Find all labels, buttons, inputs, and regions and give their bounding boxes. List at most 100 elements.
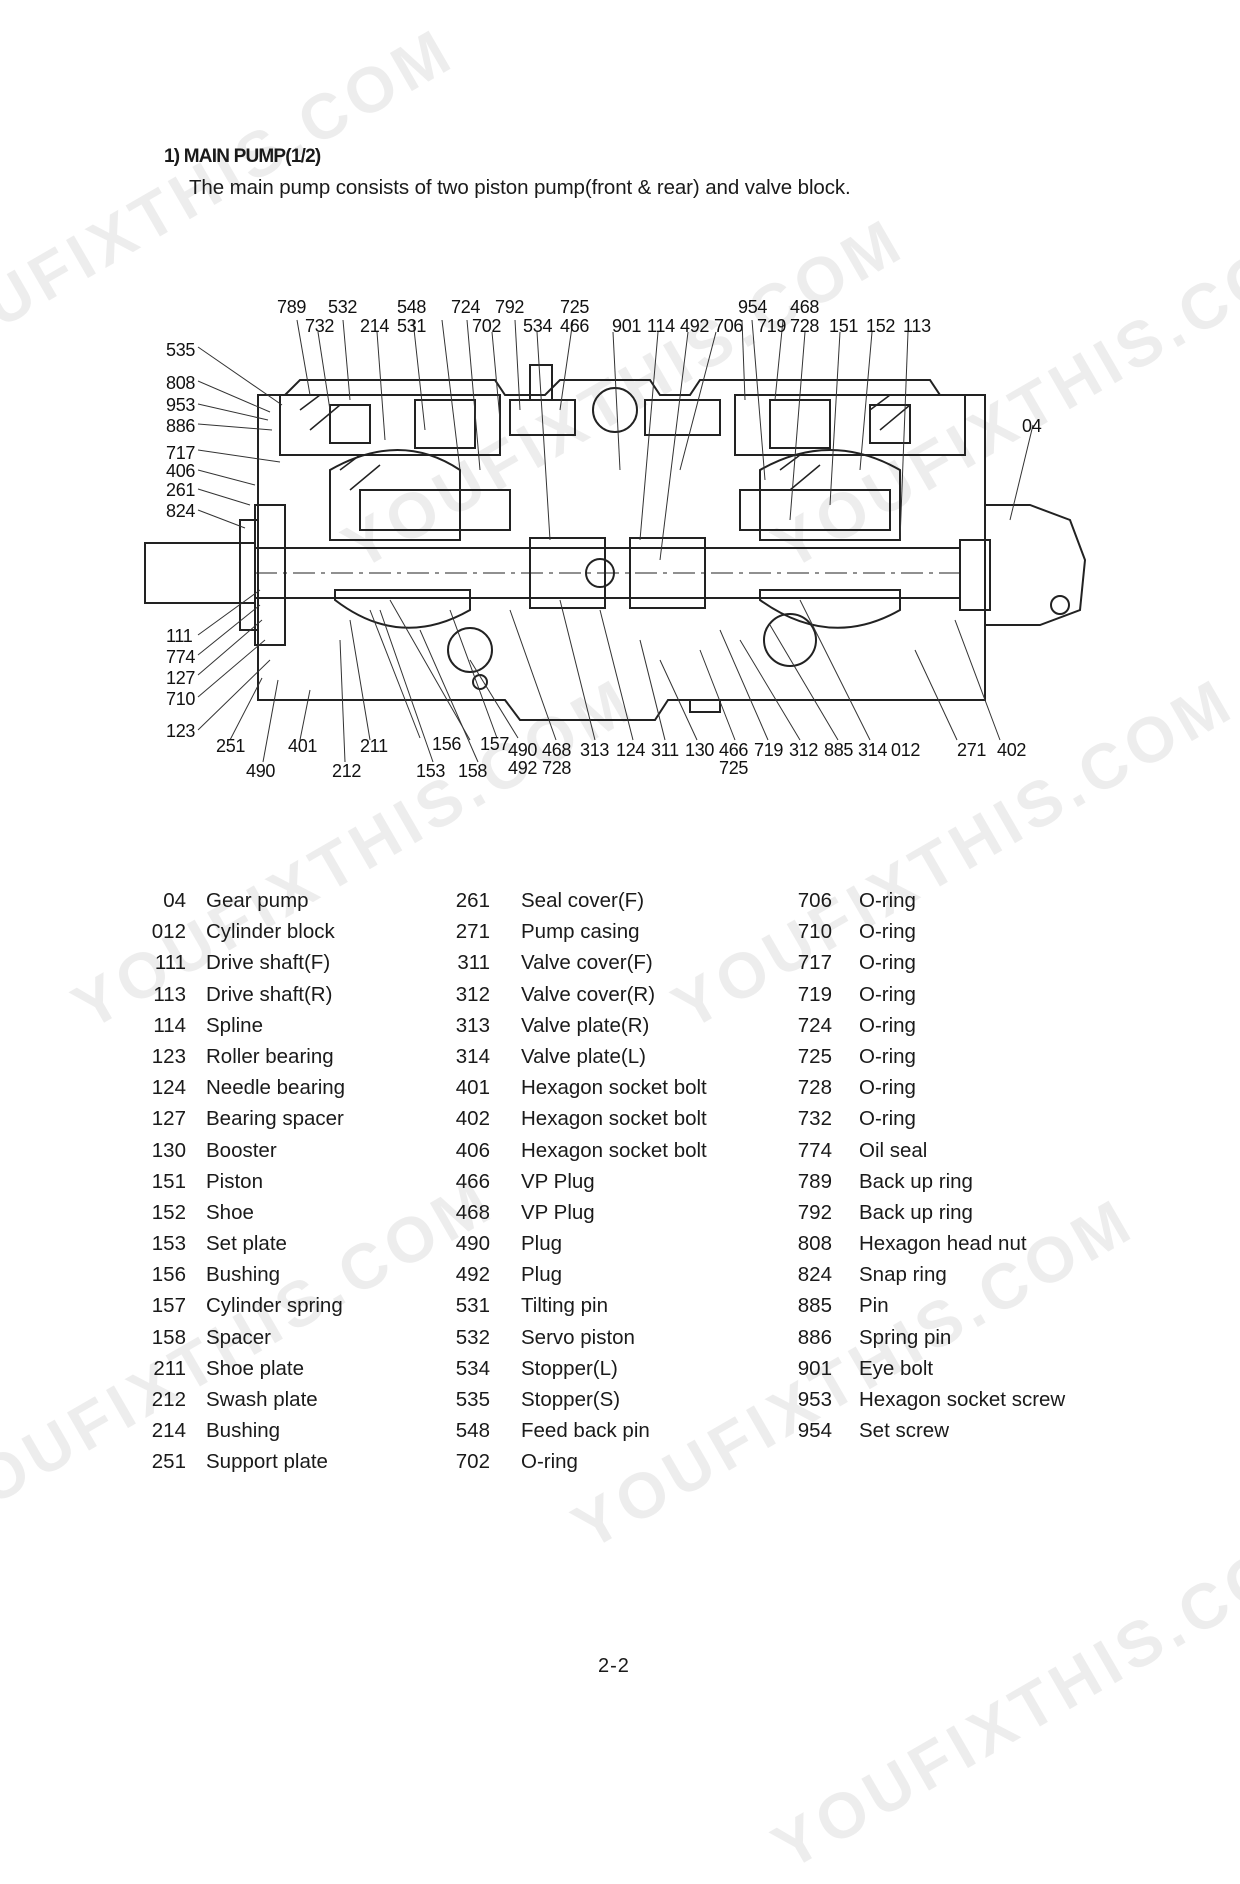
part-number: 113 [153,982,186,1006]
diagram-label: 490 [508,740,537,760]
part-name: Plug [521,1263,563,1287]
diagram-label: 313 [580,740,609,760]
diagram-label: 886 [166,416,195,436]
part-name: Cylinder spring [206,1294,343,1318]
part-name: Hexagon head nut [859,1232,1027,1256]
part-number: 885 [797,1294,832,1318]
part-number: 719 [797,982,832,1006]
part-number: 401 [455,1076,490,1100]
diagram-label: 724 [451,297,480,317]
part-name: Pump casing [521,920,640,944]
part-number: 402 [455,1107,490,1131]
diagram-label: 012 [891,740,920,760]
diagram-label: 468 [790,297,819,317]
diagram-label: 725 [560,297,589,317]
part-number: 886 [797,1325,832,1349]
list-item: 130 Booster [140,1139,420,1170]
part-number: 732 [797,1107,832,1131]
part-name: Bearing spacer [206,1107,344,1131]
part-number: 808 [797,1232,832,1256]
part-name: Needle bearing [206,1076,346,1100]
part-number: 534 [455,1356,490,1380]
list-item: 719 O-ring [790,983,1110,1014]
part-number: 153 [151,1232,186,1256]
diagram-label: 158 [458,761,487,781]
part-name: Shoe [206,1200,254,1224]
part-number: 824 [797,1263,832,1287]
part-name: Valve cover(R) [521,982,656,1006]
diagram-label: 706 [714,316,743,336]
part-name: O-ring [521,1450,578,1474]
part-number: 548 [455,1419,490,1443]
diagram-label: 466 [560,316,589,336]
part-number: 04 [163,889,186,912]
diagram-label: 702 [472,316,501,336]
diagram-label: 774 [166,647,195,667]
part-name: O-ring [859,889,916,912]
part-name: Roller bearing [206,1044,334,1068]
part-name: Valve plate(L) [521,1044,646,1068]
diagram-label: 261 [166,480,195,500]
diagram-label: 531 [397,316,426,336]
part-number: 124 [151,1076,186,1100]
part-number: 211 [153,1356,186,1380]
list-item: 124 Needle bearing [140,1076,420,1107]
list-item: 211 Shoe plate [140,1357,420,1388]
part-name: Booster [206,1138,277,1162]
diagram-label: 212 [332,761,361,781]
part-number: 111 [154,951,186,975]
part-number: 702 [455,1450,490,1474]
diagram-label: 151 [829,316,858,336]
part-number: 212 [151,1388,186,1411]
diagram-label: 732 [305,316,334,336]
diagram-label: 728 [542,758,571,778]
part-name: O-ring [859,1013,916,1037]
part-number: 151 [151,1169,186,1193]
part-name: Shoe plate [206,1356,305,1380]
part-name: O-ring [859,982,916,1006]
diagram-label: 211 [360,736,388,756]
diagram-label: 885 [824,740,853,760]
diagram-label: 710 [166,689,195,709]
part-number: 717 [797,951,832,975]
part-number: 130 [151,1138,186,1162]
diagram-label: 901 [612,316,641,336]
diagram-label: 123 [166,721,195,741]
part-number: 214 [151,1419,186,1443]
part-name: Snap ring [859,1263,947,1287]
part-name: Valve plate(R) [521,1013,650,1037]
diagram-label: 130 [685,740,714,760]
diagram-label: 153 [416,761,445,781]
part-number: 954 [797,1419,832,1443]
part-number: 406 [455,1138,490,1162]
part-name: Cylinder block [206,920,335,944]
part-name: Hexagon socket screw [859,1388,1066,1411]
part-name: Swash plate [206,1388,318,1411]
diagram-label: 127 [166,668,195,688]
part-name: Hexagon socket bolt [521,1107,707,1131]
part-name: Back up ring [859,1200,973,1224]
part-number: 774 [797,1138,832,1162]
